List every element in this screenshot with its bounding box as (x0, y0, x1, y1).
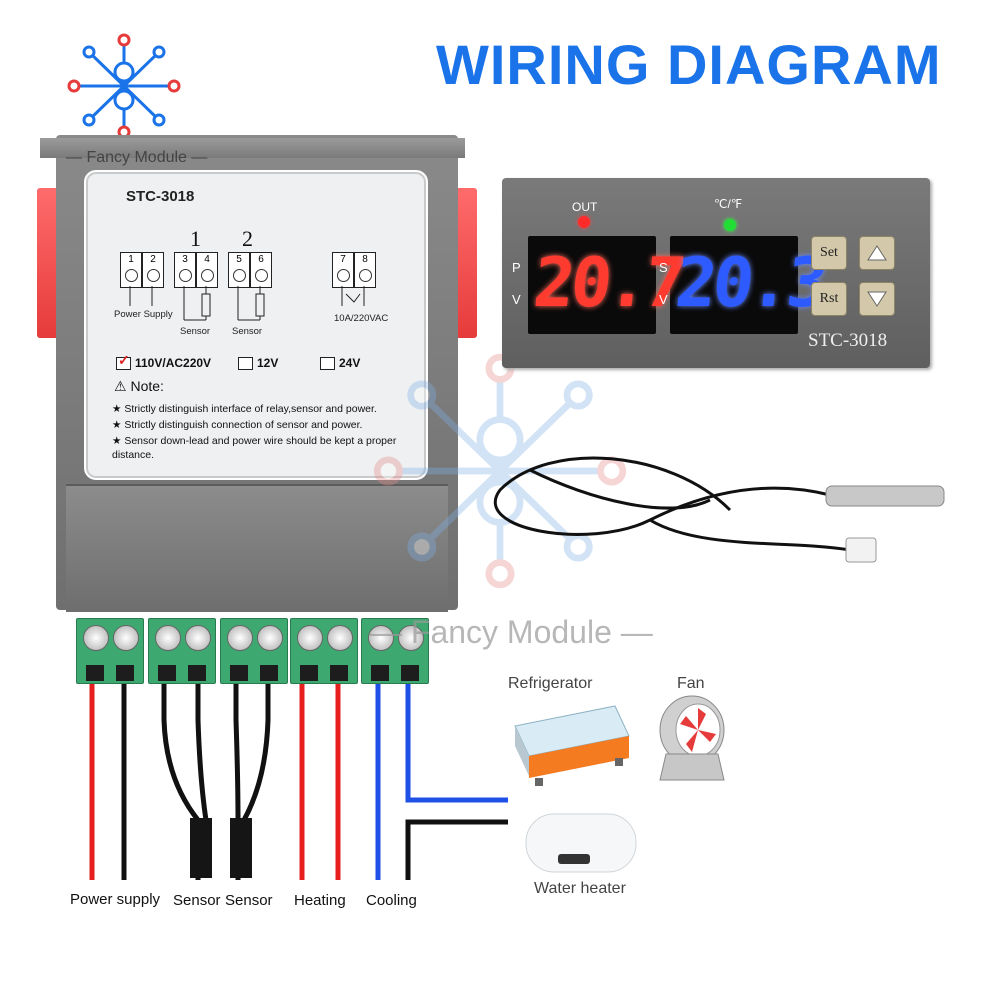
label-power-supply: Power Supply (114, 309, 173, 320)
unit-label: ℃/℉ (714, 197, 743, 211)
fan-icon (659, 695, 725, 781)
out-led-icon (578, 216, 590, 228)
voltage-option-24v: 24V (320, 356, 360, 370)
terminal-block-heating (290, 618, 358, 684)
brand-watermark-large: — Fancy Module — (370, 614, 653, 650)
sensor-probe-1 (190, 818, 212, 878)
terminal-7: 7 (332, 252, 354, 288)
probe-tip (825, 485, 945, 507)
voltage-option-12v: 12V (238, 356, 278, 370)
terminal-block-sensor-1 (148, 618, 216, 684)
voltage-option-110-220: ✓ 110V/AC220V (116, 351, 212, 370)
controller-lower-body (66, 484, 448, 612)
fan-label: Fan (677, 675, 705, 692)
label-wiring-lines (129, 286, 365, 321)
brand-watermark: — Fancy Module — (66, 149, 208, 166)
wiring-label-panel (84, 170, 428, 480)
terminal-block-cooling (361, 618, 429, 684)
label-p: P (512, 260, 521, 275)
terminal-5: 5 (228, 252, 250, 288)
triangle-down-icon (867, 291, 887, 307)
out-label: OUT (572, 200, 598, 214)
label-sensor-2: Sensor (232, 326, 263, 337)
display-screen-2 (670, 236, 798, 334)
checkbox-empty (238, 356, 253, 370)
sensor-probe-2 (230, 818, 252, 878)
wire-to-heater (405, 819, 508, 880)
controller-top-rim (40, 138, 465, 158)
triangle-up-icon (867, 245, 887, 261)
brand-logo (67, 33, 181, 139)
note-line: ★ Strictly distinguish connection of sen… (112, 419, 363, 431)
warning-icon: ⚠ (114, 378, 127, 394)
water-heater-label: Water heater (534, 880, 626, 897)
wire-sensor-2b (241, 680, 271, 822)
unit-led-icon (724, 219, 736, 231)
probe-connector (845, 537, 877, 563)
wire-to-refrigerator (405, 680, 508, 803)
terminal-group-relay: 7 8 (332, 252, 376, 288)
wire-sensor-1a (161, 680, 201, 880)
label-v-left: V (512, 292, 521, 307)
terminal-6: 6 (250, 252, 272, 288)
panel-model-name: STC-3018 (808, 330, 888, 351)
page-title: WIRING DIAGRAM (436, 33, 942, 96)
terminal-block-sensor-2 (220, 618, 288, 684)
label-sensor-1: Sensor (180, 326, 211, 337)
terminal-group-sensor-1: 3 4 (174, 252, 218, 288)
brand-logo-watermark (373, 353, 627, 589)
group-number-2: 2 (242, 226, 253, 251)
checkbox-checked: ✓ (116, 351, 131, 370)
terminal-2: 2 (142, 252, 164, 288)
note-line: ★ Strictly distinguish interface of rela… (112, 403, 377, 415)
wire-sensor-1b (195, 680, 209, 821)
rst-button[interactable]: Rst (811, 282, 847, 316)
label-s: S (659, 260, 668, 275)
temperature-reading-2: 20.3 (671, 244, 828, 323)
caption-sensor-1: Sensor (173, 892, 221, 909)
water-heater-icon (525, 813, 637, 873)
caption-power-supply: Power supply (70, 891, 161, 908)
refrigerator-icon (514, 705, 630, 786)
set-button[interactable]: Set (811, 236, 847, 270)
terminal-group-sensor-2: 5 6 (228, 252, 272, 288)
terminal-block-power (76, 618, 144, 684)
caption-cooling: Cooling (366, 892, 417, 909)
note-title: ⚠ Note: (114, 378, 164, 394)
note-line: ★ Sensor down-lead and power wire should… (112, 435, 397, 461)
up-button[interactable] (859, 236, 895, 270)
caption-heating: Heating (294, 892, 346, 909)
label-v-right: V (659, 292, 668, 307)
checkbox-empty (320, 356, 335, 370)
display-screen-1 (528, 236, 656, 334)
temperature-reading-1: 20.7 (529, 244, 686, 323)
terminal-4: 4 (196, 252, 218, 288)
group-number-1: 1 (190, 226, 201, 251)
temperature-probe-cable (493, 456, 945, 563)
refrigerator-label: Refrigerator (508, 675, 593, 692)
wire-sensor-2a (233, 680, 241, 880)
terminal-8: 8 (354, 252, 376, 288)
label-relay-rating: 10A/220VAC (334, 313, 389, 324)
terminal-3: 3 (174, 252, 196, 288)
terminal-group-power: 1 2 (120, 252, 164, 288)
label-model-name: STC-3018 (126, 188, 195, 205)
caption-sensor-2: Sensor (225, 892, 273, 909)
down-button[interactable] (859, 282, 895, 316)
terminal-1: 1 (120, 252, 142, 288)
